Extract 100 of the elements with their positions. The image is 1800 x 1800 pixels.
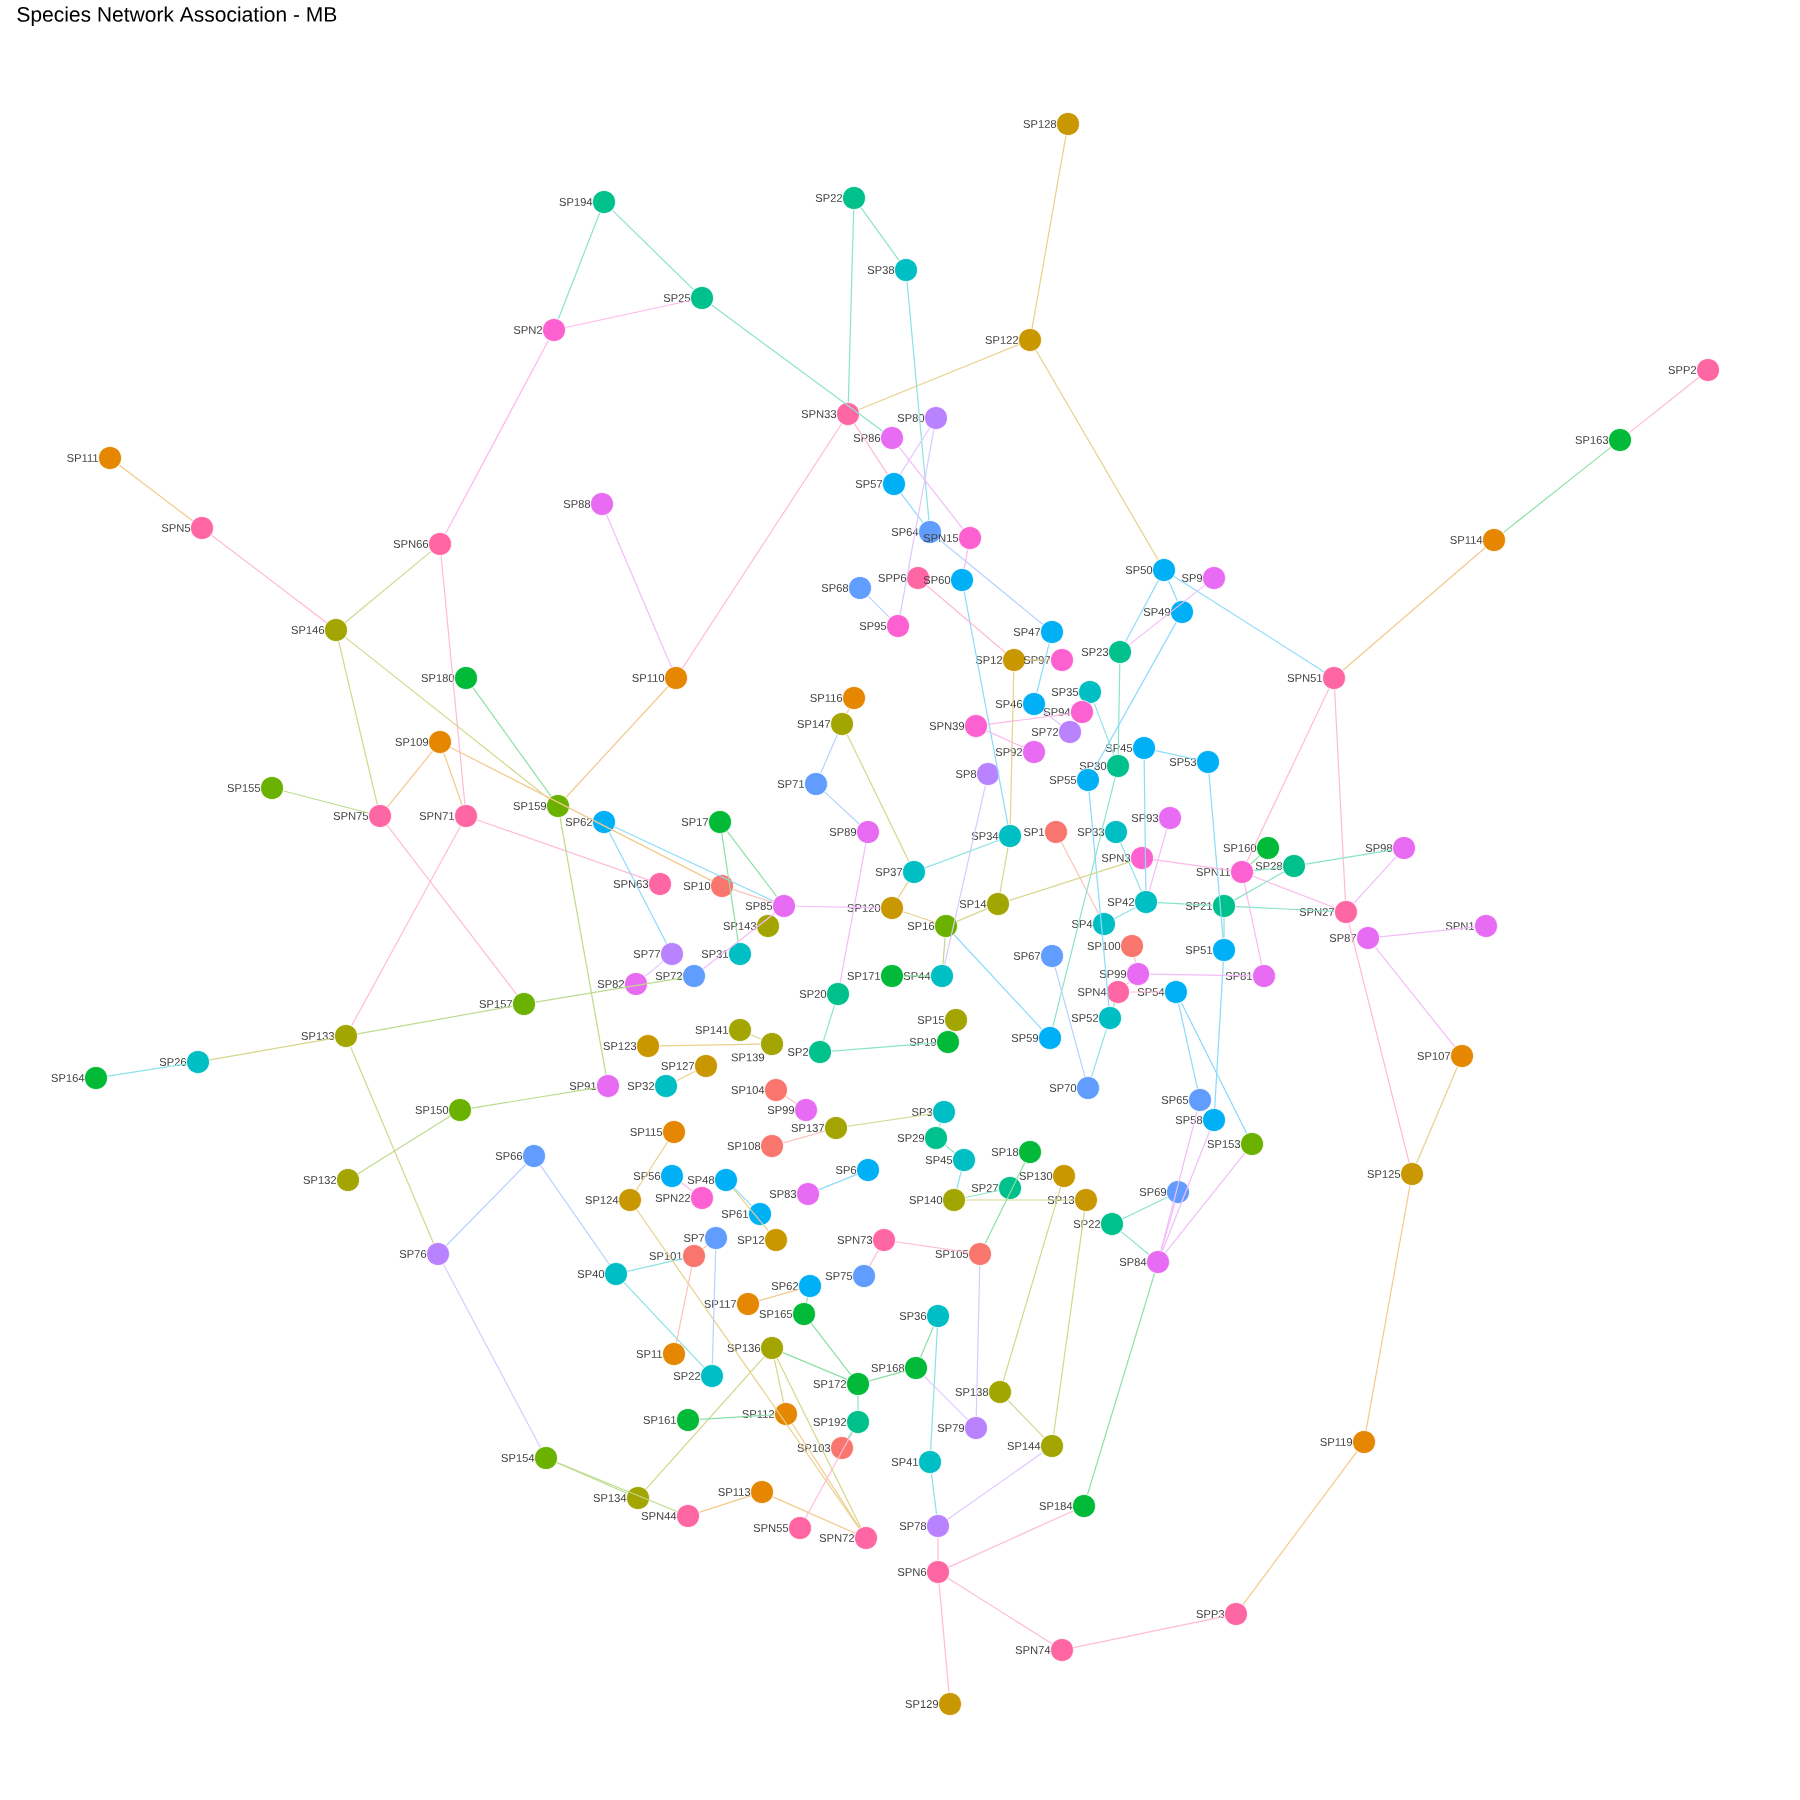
edge-line (944, 785, 986, 965)
edge-line (1143, 759, 1147, 891)
edge-line (902, 911, 936, 923)
edge-line (867, 595, 891, 619)
edge-line (986, 730, 1024, 748)
edge-line (565, 686, 669, 798)
edge-line (450, 746, 712, 882)
edge-line (118, 464, 194, 522)
edge-line (847, 1113, 933, 1127)
edge-line (209, 1037, 335, 1061)
edge-line (956, 1170, 962, 1190)
edge-line (645, 1356, 765, 1490)
edge-line (847, 1431, 853, 1439)
edge-line (839, 843, 867, 983)
edge-line (1334, 689, 1346, 901)
edge-line (930, 1327, 938, 1451)
edge-line (846, 734, 910, 862)
edge-line (942, 937, 946, 965)
edge-line (1155, 749, 1197, 761)
edge-line (627, 1258, 683, 1272)
edge-line (1305, 849, 1393, 865)
edge-line (721, 833, 739, 943)
edge-line (1112, 1002, 1116, 1008)
edge-line (1348, 922, 1410, 1164)
edge-line (758, 1288, 800, 1302)
edge-line (1208, 773, 1224, 939)
edge-line (947, 1577, 1053, 1645)
edge-line (810, 1322, 852, 1376)
edge-line (1160, 1110, 1198, 1252)
edge-line (644, 961, 664, 977)
edge-line (445, 339, 549, 535)
edge-line (1117, 663, 1121, 755)
edge-line (1628, 376, 1700, 434)
edge-line (899, 427, 931, 475)
edge-line (1233, 871, 1285, 901)
edge-line (1093, 702, 1115, 756)
edge-line (965, 1199, 1075, 1201)
edge-line (923, 1375, 969, 1421)
edge-line (733, 1187, 753, 1207)
edge-line (676, 1070, 696, 1082)
edge-line (681, 1182, 693, 1192)
edge-line (1060, 841, 1100, 915)
edge-line (1054, 966, 1086, 1078)
edge-line (1246, 688, 1330, 862)
edge-line (1153, 859, 1231, 871)
edge-line (611, 209, 695, 291)
edge-line (1120, 842, 1142, 892)
edge-line (903, 975, 931, 977)
edge-line (953, 934, 1043, 1030)
edge-line (344, 636, 550, 800)
edge-line (900, 492, 924, 524)
edge-line (1086, 1272, 1156, 1496)
edge-line (898, 446, 964, 530)
edge-line (733, 1188, 769, 1232)
edge-line (1214, 961, 1224, 1109)
edge-line (1252, 875, 1336, 909)
edge-line (1053, 1211, 1085, 1435)
edge-line (1242, 1450, 1358, 1606)
edge-line (698, 1495, 752, 1513)
edge-line (920, 1326, 934, 1358)
edge-line (857, 1395, 859, 1411)
edge-line (699, 1414, 775, 1420)
edge-line (1088, 791, 1110, 1007)
edge-line (386, 824, 518, 996)
edge-line (1148, 828, 1168, 892)
edge-line (1073, 1615, 1225, 1649)
edge-line (1093, 621, 1177, 771)
edge-line (726, 830, 778, 898)
edge-line (987, 712, 1071, 726)
edge-line (824, 791, 860, 825)
edge-line (1161, 1130, 1211, 1252)
edge-line (868, 1370, 906, 1382)
edge-line (869, 1249, 879, 1267)
edge-line (776, 1358, 862, 1528)
edge-line (1253, 866, 1283, 872)
edge-line (1353, 856, 1397, 904)
edge-line (445, 1163, 527, 1247)
edge-line (926, 585, 1006, 653)
edge-line (1113, 906, 1137, 920)
edge-line (1178, 1003, 1199, 1089)
edge-line (1128, 584, 1206, 646)
edge-line (556, 1462, 628, 1494)
edge-line (820, 734, 838, 774)
edge-line (1374, 946, 1456, 1048)
edge-line (535, 977, 683, 1003)
edge-line (540, 1165, 610, 1265)
edge-line (1235, 906, 1335, 913)
edge-line (791, 1423, 861, 1529)
edge-line (386, 750, 434, 808)
edge-line (975, 1265, 981, 1417)
edge-line (860, 207, 900, 261)
edge-line (1168, 580, 1178, 602)
edge-line (944, 1144, 956, 1154)
edge-line (1223, 917, 1225, 939)
edge-line (772, 1496, 856, 1534)
edge-line (858, 343, 1020, 411)
edge-line (1342, 547, 1486, 671)
edge-line (937, 1537, 939, 1561)
edge-line (471, 1087, 597, 1109)
edge-line (1365, 1185, 1411, 1431)
